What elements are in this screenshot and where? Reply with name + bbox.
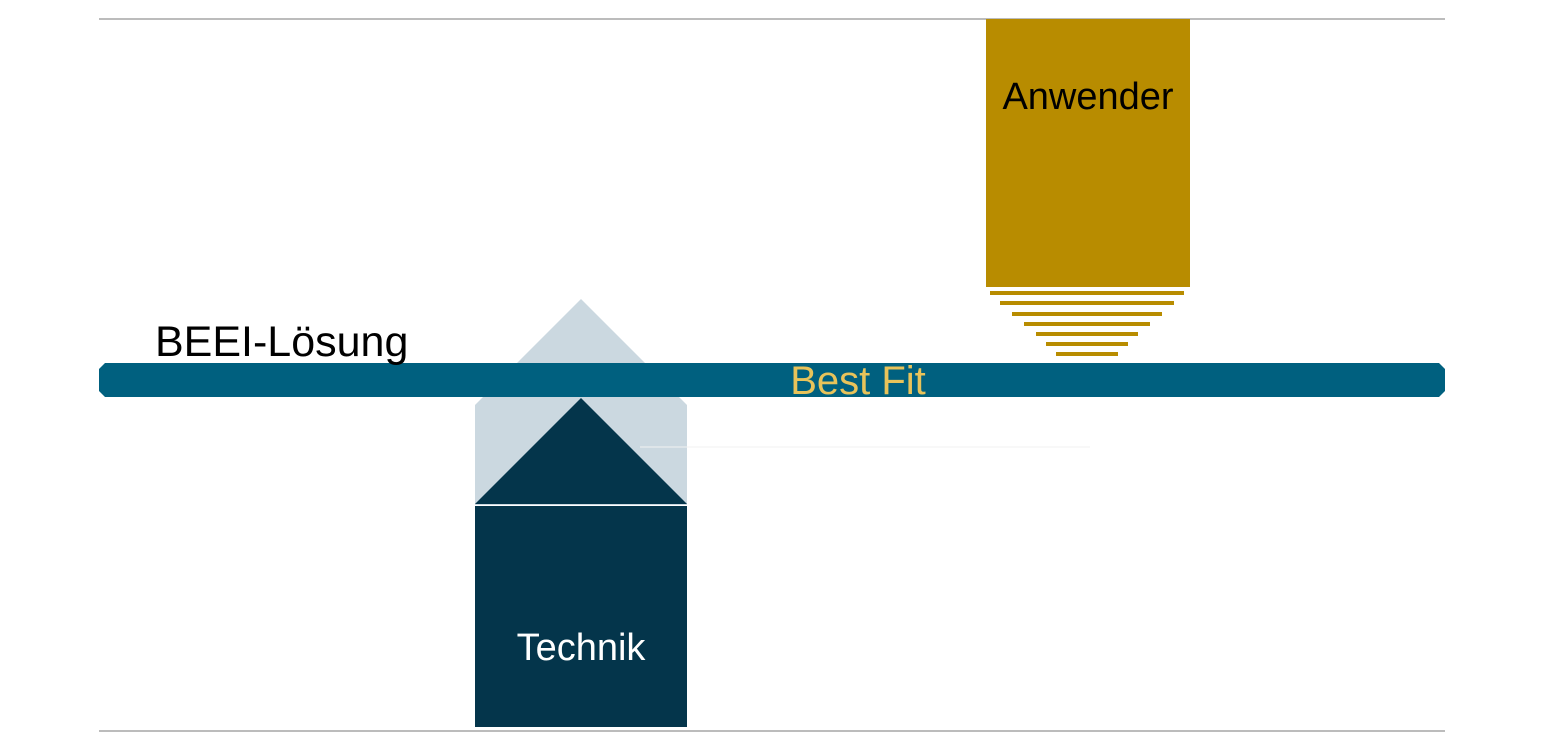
user-striped-arrow <box>990 291 1184 372</box>
fit-label: Best Fit <box>790 359 926 403</box>
user-block <box>986 19 1190 287</box>
solution-bar <box>99 363 1445 397</box>
tech-block <box>475 506 687 727</box>
user-label: Anwender <box>1002 76 1173 118</box>
tech-label: Technik <box>517 627 647 669</box>
tech-dark-arrow <box>475 398 687 504</box>
solution-label: BEEI-Lösung <box>155 318 408 366</box>
